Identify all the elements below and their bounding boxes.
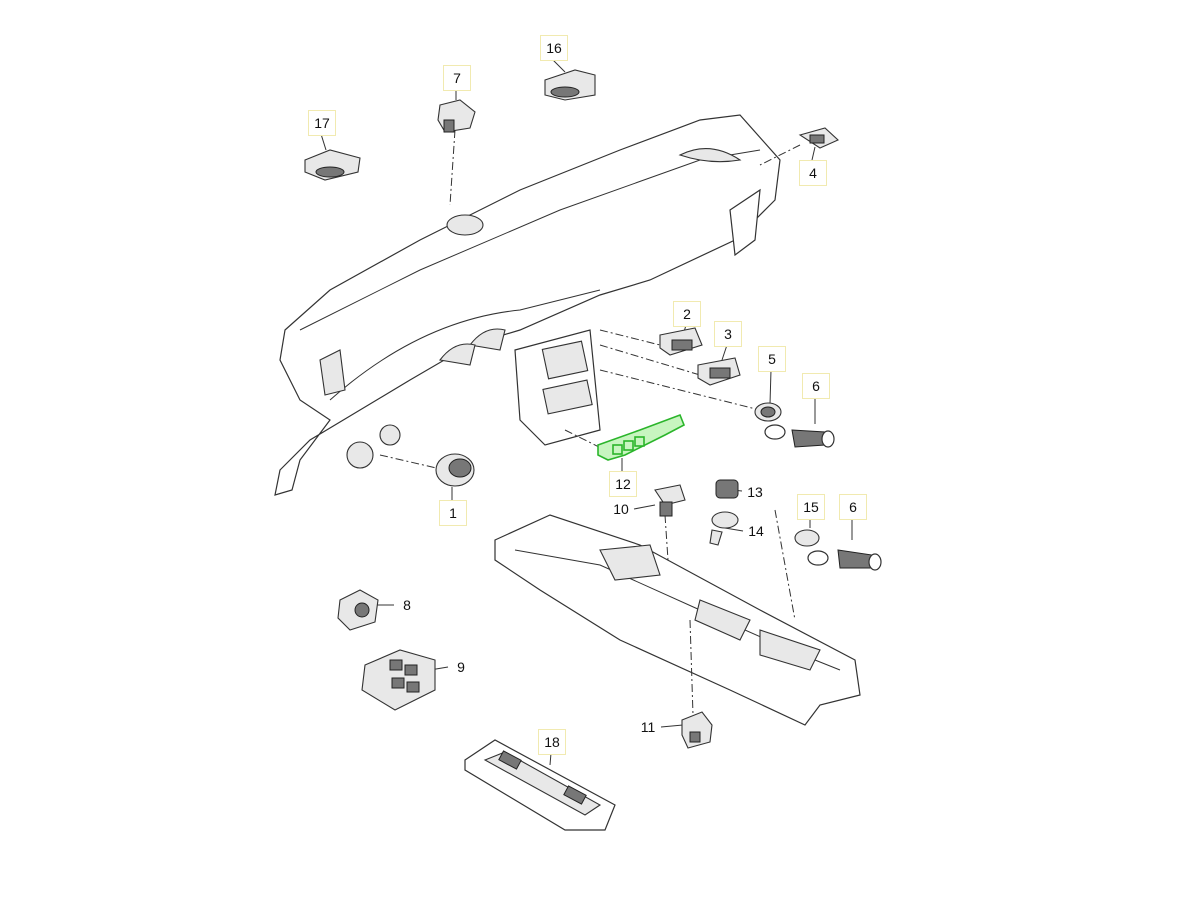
part-16[interactable] xyxy=(544,69,596,101)
callout-15[interactable]: 15 xyxy=(797,494,825,520)
part-14[interactable] xyxy=(709,511,739,546)
callout-7[interactable]: 7 xyxy=(443,65,471,91)
callout-2[interactable]: 2 xyxy=(673,301,701,327)
callout-5[interactable]: 5 xyxy=(758,346,786,372)
part-2[interactable] xyxy=(659,327,703,356)
callout-9[interactable]: 9 xyxy=(457,659,465,675)
part-5[interactable] xyxy=(754,402,786,440)
part-12-selected[interactable] xyxy=(597,413,686,461)
callout-10[interactable]: 10 xyxy=(613,501,629,517)
part-18[interactable] xyxy=(464,739,616,831)
part-17[interactable] xyxy=(304,149,361,181)
part-13[interactable] xyxy=(715,479,739,499)
part-9[interactable] xyxy=(361,649,436,711)
callout-8[interactable]: 8 xyxy=(403,597,411,613)
callout-6[interactable]: 6 xyxy=(802,373,830,399)
part-3[interactable] xyxy=(697,357,741,386)
part-15[interactable] xyxy=(794,529,829,566)
callout-16[interactable]: 16 xyxy=(540,35,568,61)
dashboard-part xyxy=(274,114,781,496)
part-4[interactable] xyxy=(798,127,839,149)
callout-13[interactable]: 13 xyxy=(747,484,763,500)
callout-4[interactable]: 4 xyxy=(799,160,827,186)
callout-1[interactable]: 1 xyxy=(439,500,467,526)
callout-6-second[interactable]: 6 xyxy=(839,494,867,520)
callout-17[interactable]: 17 xyxy=(308,110,336,136)
center-console-part xyxy=(494,514,861,726)
callout-3[interactable]: 3 xyxy=(714,321,742,347)
callout-14[interactable]: 14 xyxy=(748,523,764,539)
leader-lines xyxy=(320,59,853,766)
part-7[interactable] xyxy=(437,99,476,133)
part-6[interactable] xyxy=(791,429,835,448)
part-1[interactable] xyxy=(435,453,475,487)
callout-11[interactable]: 11 xyxy=(640,719,656,735)
part-8[interactable] xyxy=(337,589,379,631)
part-6-second[interactable] xyxy=(837,549,882,571)
part-11[interactable] xyxy=(681,711,713,749)
callout-18[interactable]: 18 xyxy=(538,729,566,755)
callout-12[interactable]: 12 xyxy=(609,471,637,497)
part-10[interactable] xyxy=(654,484,686,517)
